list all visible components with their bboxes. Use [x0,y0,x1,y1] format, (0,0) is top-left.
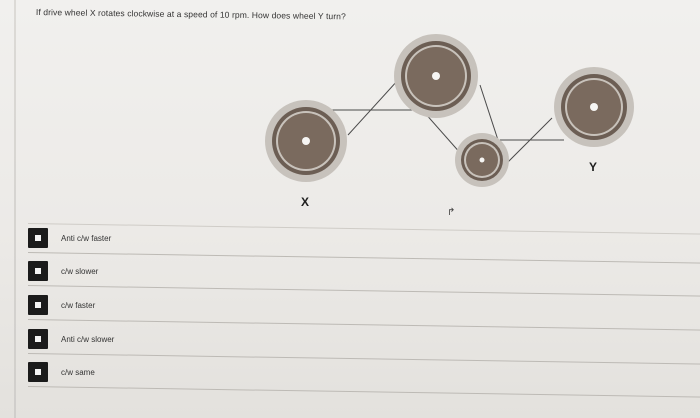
option-checkbox[interactable] [28,228,48,248]
option-row[interactable]: Anti c/w slower [27,324,700,365]
belt-x-a-diag [347,79,399,136]
belts [330,79,564,163]
wheel-x-label: X [301,195,310,209]
option-checkbox[interactable] [28,261,48,281]
wheel-x [265,100,347,182]
page-edge-divider [14,0,16,418]
wheel-a [394,34,478,118]
belt-a-b [423,111,463,156]
wheel-b [455,133,509,187]
pulley-diagram [265,34,634,187]
option-checkbox[interactable] [28,295,48,315]
option-label: Anti c/w faster [61,233,112,243]
option-label: c/w faster [61,300,96,310]
option-checkbox[interactable] [28,329,48,349]
option-divider [27,386,700,398]
belt-a-b-2 [479,84,499,141]
wheel-y-label: Y [589,160,598,174]
belt-b-y-diag [507,117,553,163]
option-row[interactable]: c/w faster [27,290,700,331]
option-checkbox[interactable] [28,362,48,382]
option-label: Anti c/w slower [61,334,115,344]
option-top-divider [27,223,700,235]
option-label: c/w slower [61,266,99,276]
option-label: c/w same [61,367,95,377]
wheel-y [554,67,634,147]
option-row[interactable]: c/w slower [27,256,700,297]
mouse-cursor-icon: ↱ [447,207,456,218]
option-row[interactable]: c/w same [27,357,700,398]
option-row[interactable]: Anti c/w faster [27,223,700,264]
